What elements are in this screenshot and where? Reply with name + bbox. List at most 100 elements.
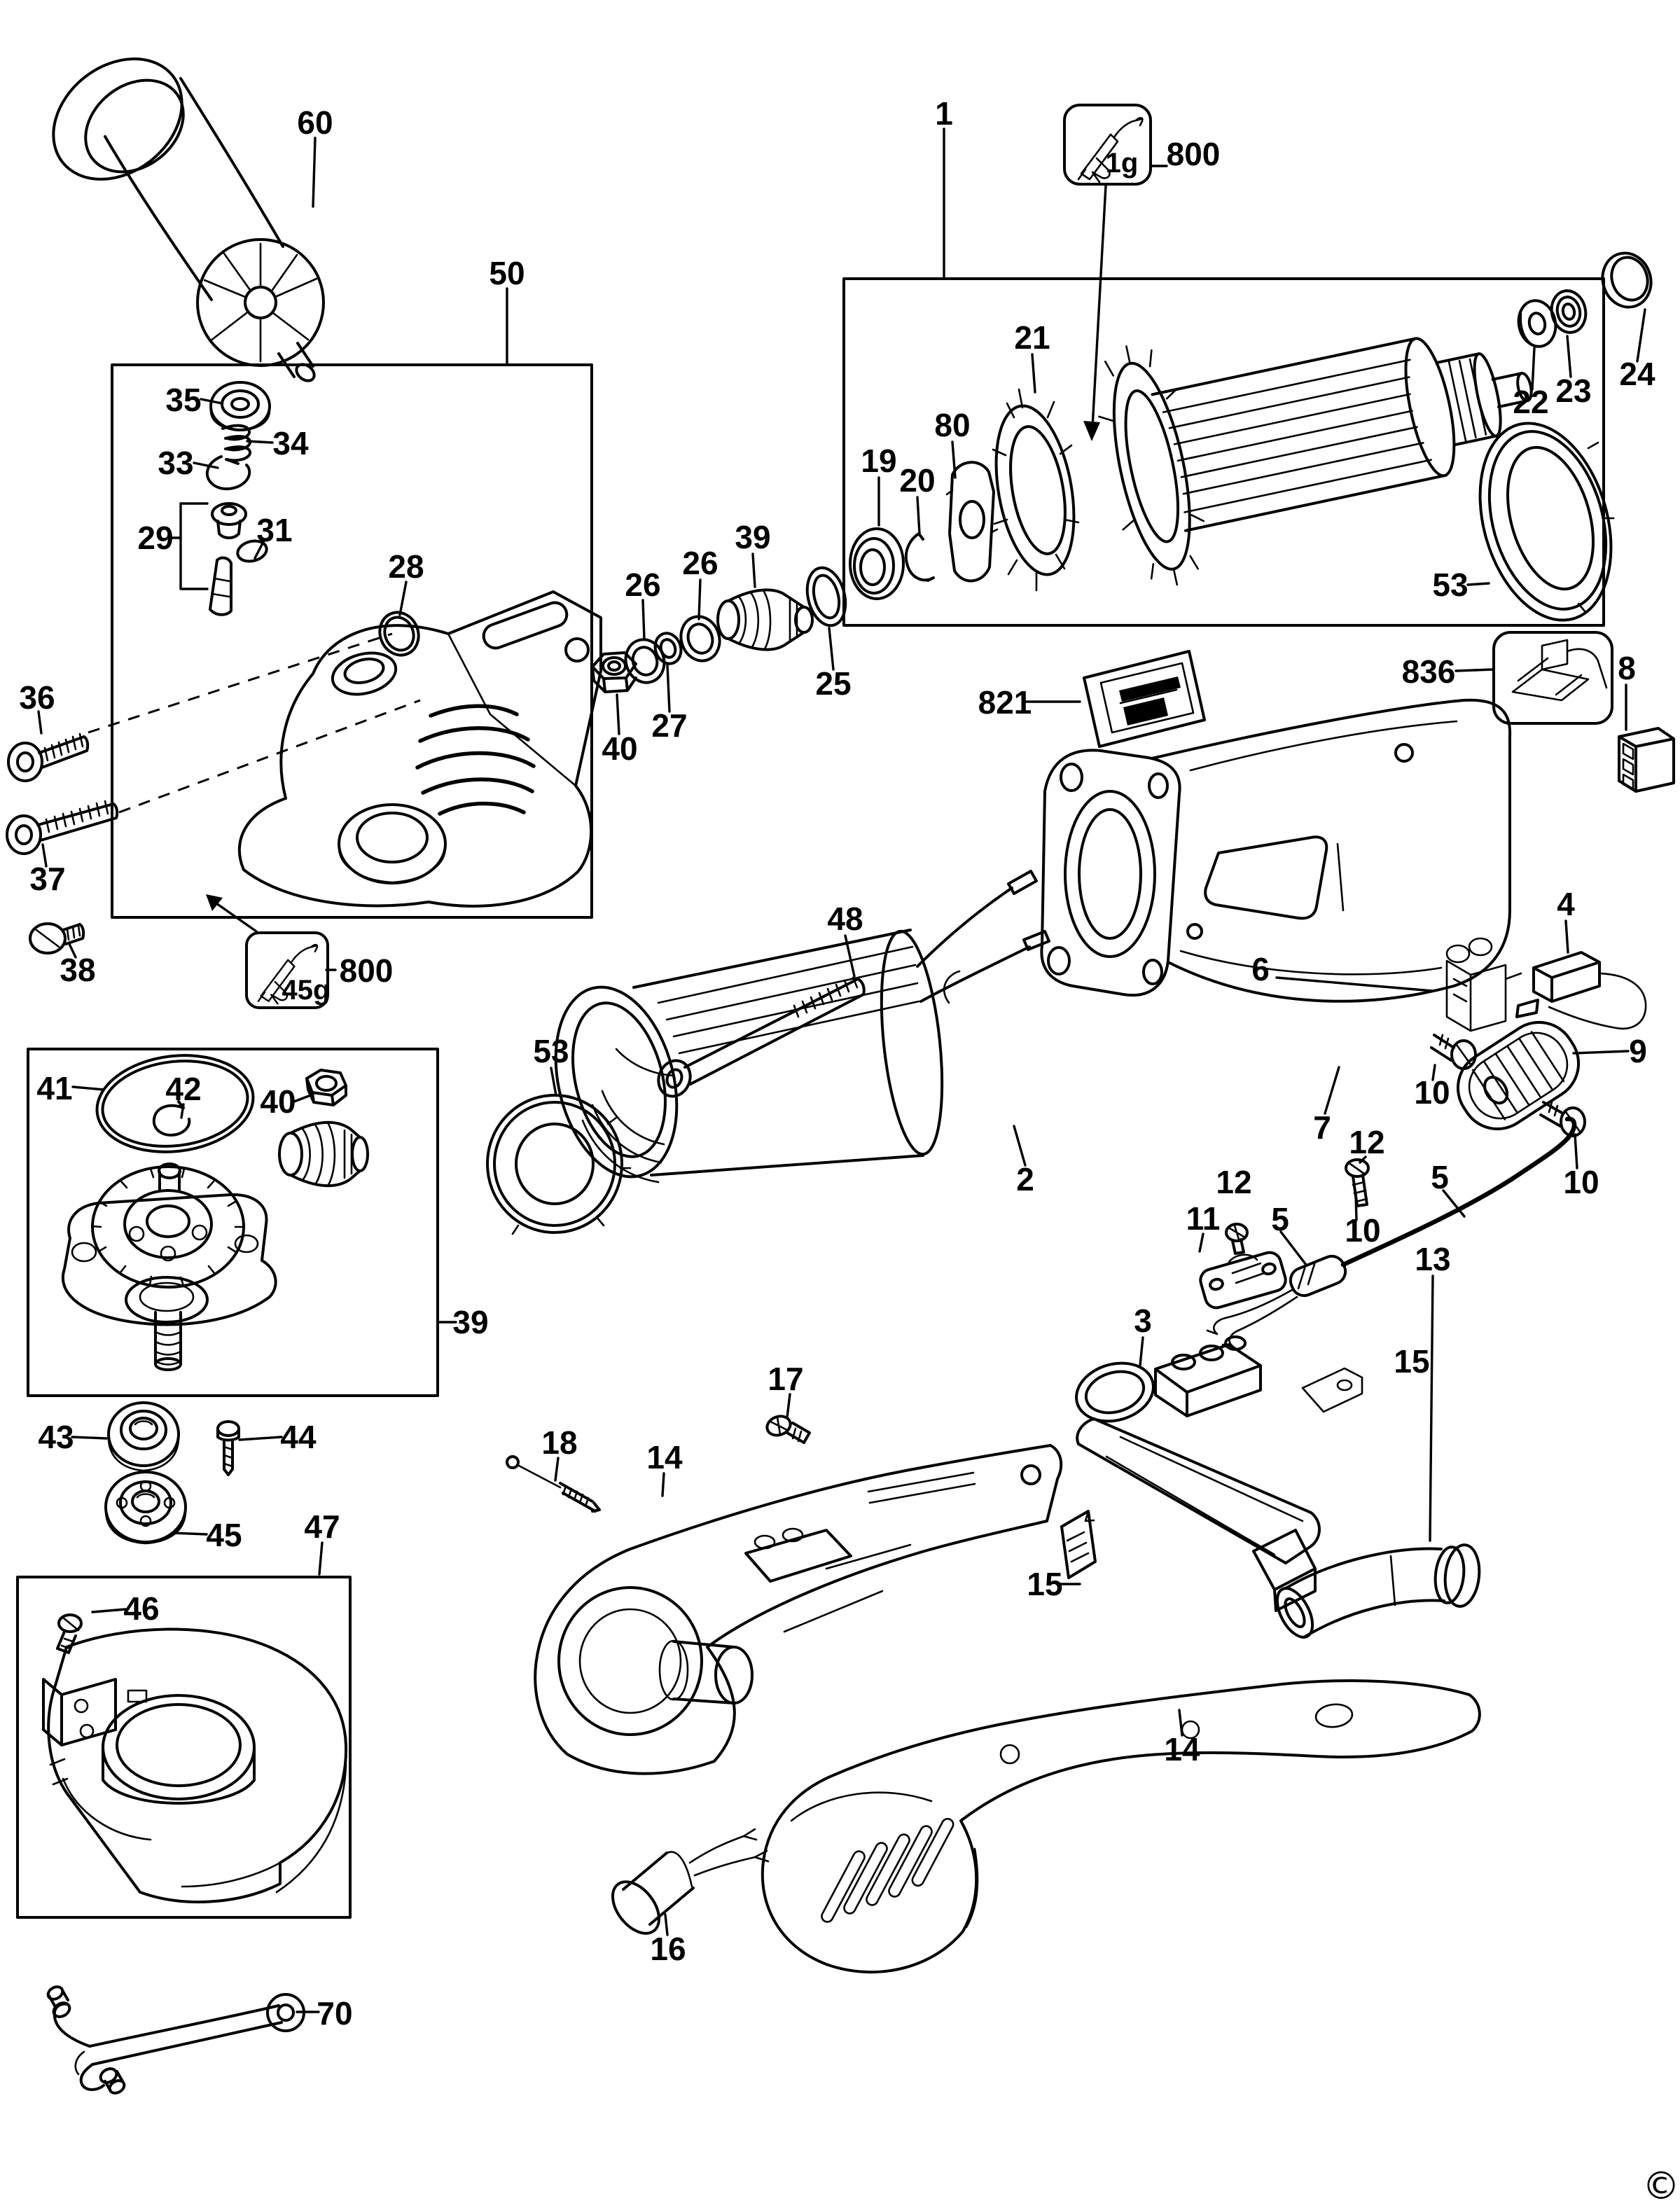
callout-10-lower: 10 <box>1563 1164 1599 1200</box>
callout-14-upper: 14 <box>646 1439 683 1476</box>
part-spindle-lock-29 <box>209 502 247 616</box>
callout-8: 8 <box>1618 650 1636 686</box>
part-retaining-ring-42 <box>152 1100 191 1137</box>
callout-45: 45 <box>206 1517 242 1553</box>
callout-39-pinion: 39 <box>735 519 770 555</box>
callout-42: 42 <box>165 1071 201 1107</box>
callout-25: 25 <box>815 665 851 702</box>
callout-35: 35 <box>165 382 201 418</box>
callout-26-left: 26 <box>625 567 660 603</box>
part-gear-case-50 <box>237 590 602 908</box>
callout-19: 19 <box>861 443 896 479</box>
callout-15-right: 15 <box>1394 1343 1429 1380</box>
callout-70: 70 <box>317 1995 352 2032</box>
callout-13: 13 <box>1415 1241 1450 1277</box>
part-wheel-guard-47 <box>42 1627 348 1903</box>
part-field-2 <box>554 870 1050 1183</box>
part-switch-base-3 <box>1075 1335 1363 1612</box>
callout-836: 836 <box>1402 653 1456 690</box>
part-screw-12-right <box>1345 1158 1370 1207</box>
callout-16: 16 <box>650 1931 686 1967</box>
part-bearing-19 <box>849 527 905 600</box>
part-screw-46 <box>56 1613 83 1654</box>
part-brush-cover-9 <box>1456 1020 1581 1131</box>
part-terminal-block-8 <box>1618 727 1675 793</box>
callout-12-right: 12 <box>1349 1124 1384 1160</box>
callout-38: 38 <box>60 952 95 988</box>
callout-17: 17 <box>768 1361 803 1397</box>
callout-leader-lines <box>37 127 1646 2013</box>
part-inner-flange-43 <box>107 1401 180 1472</box>
part-wave-washer-25 <box>805 566 847 627</box>
callout-9: 9 <box>1629 1033 1647 1069</box>
part-ring-24 <box>1601 251 1653 309</box>
part-side-handle-60 <box>52 57 325 382</box>
assembly-boxes <box>16 104 1613 1919</box>
part-outer-flange-45 <box>104 1471 187 1545</box>
part-gear-spindle-assembly <box>62 1162 277 1371</box>
part-spring-34 <box>221 424 251 465</box>
part-brush-holder-6 <box>1445 937 1522 1032</box>
part-warning-label-15 <box>1060 1510 1097 1579</box>
callout-23: 23 <box>1555 373 1591 409</box>
part-baffle-ring-53 <box>1478 422 1615 622</box>
assembly-box-50 <box>111 363 593 919</box>
part-screw-48 <box>657 976 866 1098</box>
callout-37: 37 <box>29 861 65 897</box>
part-nut-40-b <box>305 1069 347 1106</box>
callout-39-box: 39 <box>452 1304 488 1340</box>
callout-11: 11 <box>1186 1200 1221 1237</box>
part-washer-26-right <box>679 615 721 662</box>
part-motor-housing-7 <box>1040 698 1512 1003</box>
part-pinion-39 <box>716 588 814 651</box>
callout-20: 20 <box>899 462 935 499</box>
part-capacitor-16 <box>611 1828 770 1935</box>
screw-alignment-dashed-lines <box>88 632 421 814</box>
callout-44: 44 <box>280 1419 317 1455</box>
callout-40-loose: 40 <box>602 730 637 767</box>
grease-syringe-icon <box>257 943 319 1005</box>
callout-40-boxed: 40 <box>260 1083 296 1120</box>
part-o-ring-31 <box>236 539 268 563</box>
part-cord-protector-13 <box>1275 1543 1481 1639</box>
part-screw-10-lower <box>1539 1101 1586 1137</box>
callout-10-cord: 10 <box>1345 1212 1380 1249</box>
part-circlip-20 <box>904 532 935 582</box>
callout-1: 1 <box>935 95 953 132</box>
callout-28: 28 <box>388 548 424 585</box>
callout-27: 27 <box>651 707 687 744</box>
grease-amount-1g: 1g <box>1106 148 1139 179</box>
part-nameplate-821 <box>1083 650 1206 748</box>
part-bearing-23 <box>1550 289 1588 334</box>
assembly-box-47 <box>16 1576 352 1919</box>
callout-3: 3 <box>1134 1303 1152 1339</box>
part-screw-17 <box>765 1415 811 1444</box>
callout-12-left: 12 <box>1216 1164 1251 1200</box>
callout-29: 29 <box>137 520 173 556</box>
callout-18: 18 <box>541 1424 577 1461</box>
callout-21: 21 <box>1014 319 1050 356</box>
callout-5-left: 5 <box>1271 1201 1289 1237</box>
part-screw-18 <box>506 1455 601 1513</box>
part-baffle-80 <box>945 461 999 583</box>
callout-53-field: 53 <box>533 1033 569 1069</box>
callout-5-right: 5 <box>1431 1159 1449 1195</box>
callout-53-armature: 53 <box>1432 567 1468 603</box>
part-carbon-brush-4 <box>1515 951 1647 1030</box>
assembly-box-1 <box>842 277 1605 627</box>
part-screw-44 <box>216 1420 240 1476</box>
callout-labels: 60 50 1 800 1g 21 80 19 20 22 23 24 53 8… <box>19 95 1680 2208</box>
callout-7: 7 <box>1313 1109 1331 1146</box>
callout-10-upper: 10 <box>1414 1074 1450 1111</box>
callout-15-sheet: 15 <box>1027 1566 1062 1602</box>
callout-33: 33 <box>158 445 193 481</box>
callout-43: 43 <box>38 1419 74 1455</box>
part-circlip-33 <box>205 455 251 490</box>
callout-36: 36 <box>19 679 55 716</box>
callout-26-right: 26 <box>682 545 718 581</box>
part-field-baffle-53 <box>486 1094 632 1235</box>
part-screw-37 <box>6 800 119 855</box>
part-power-cord-5 <box>1206 1116 1577 1347</box>
callout-2: 2 <box>1016 1161 1034 1197</box>
grease-badge-1g-box <box>1063 104 1152 186</box>
